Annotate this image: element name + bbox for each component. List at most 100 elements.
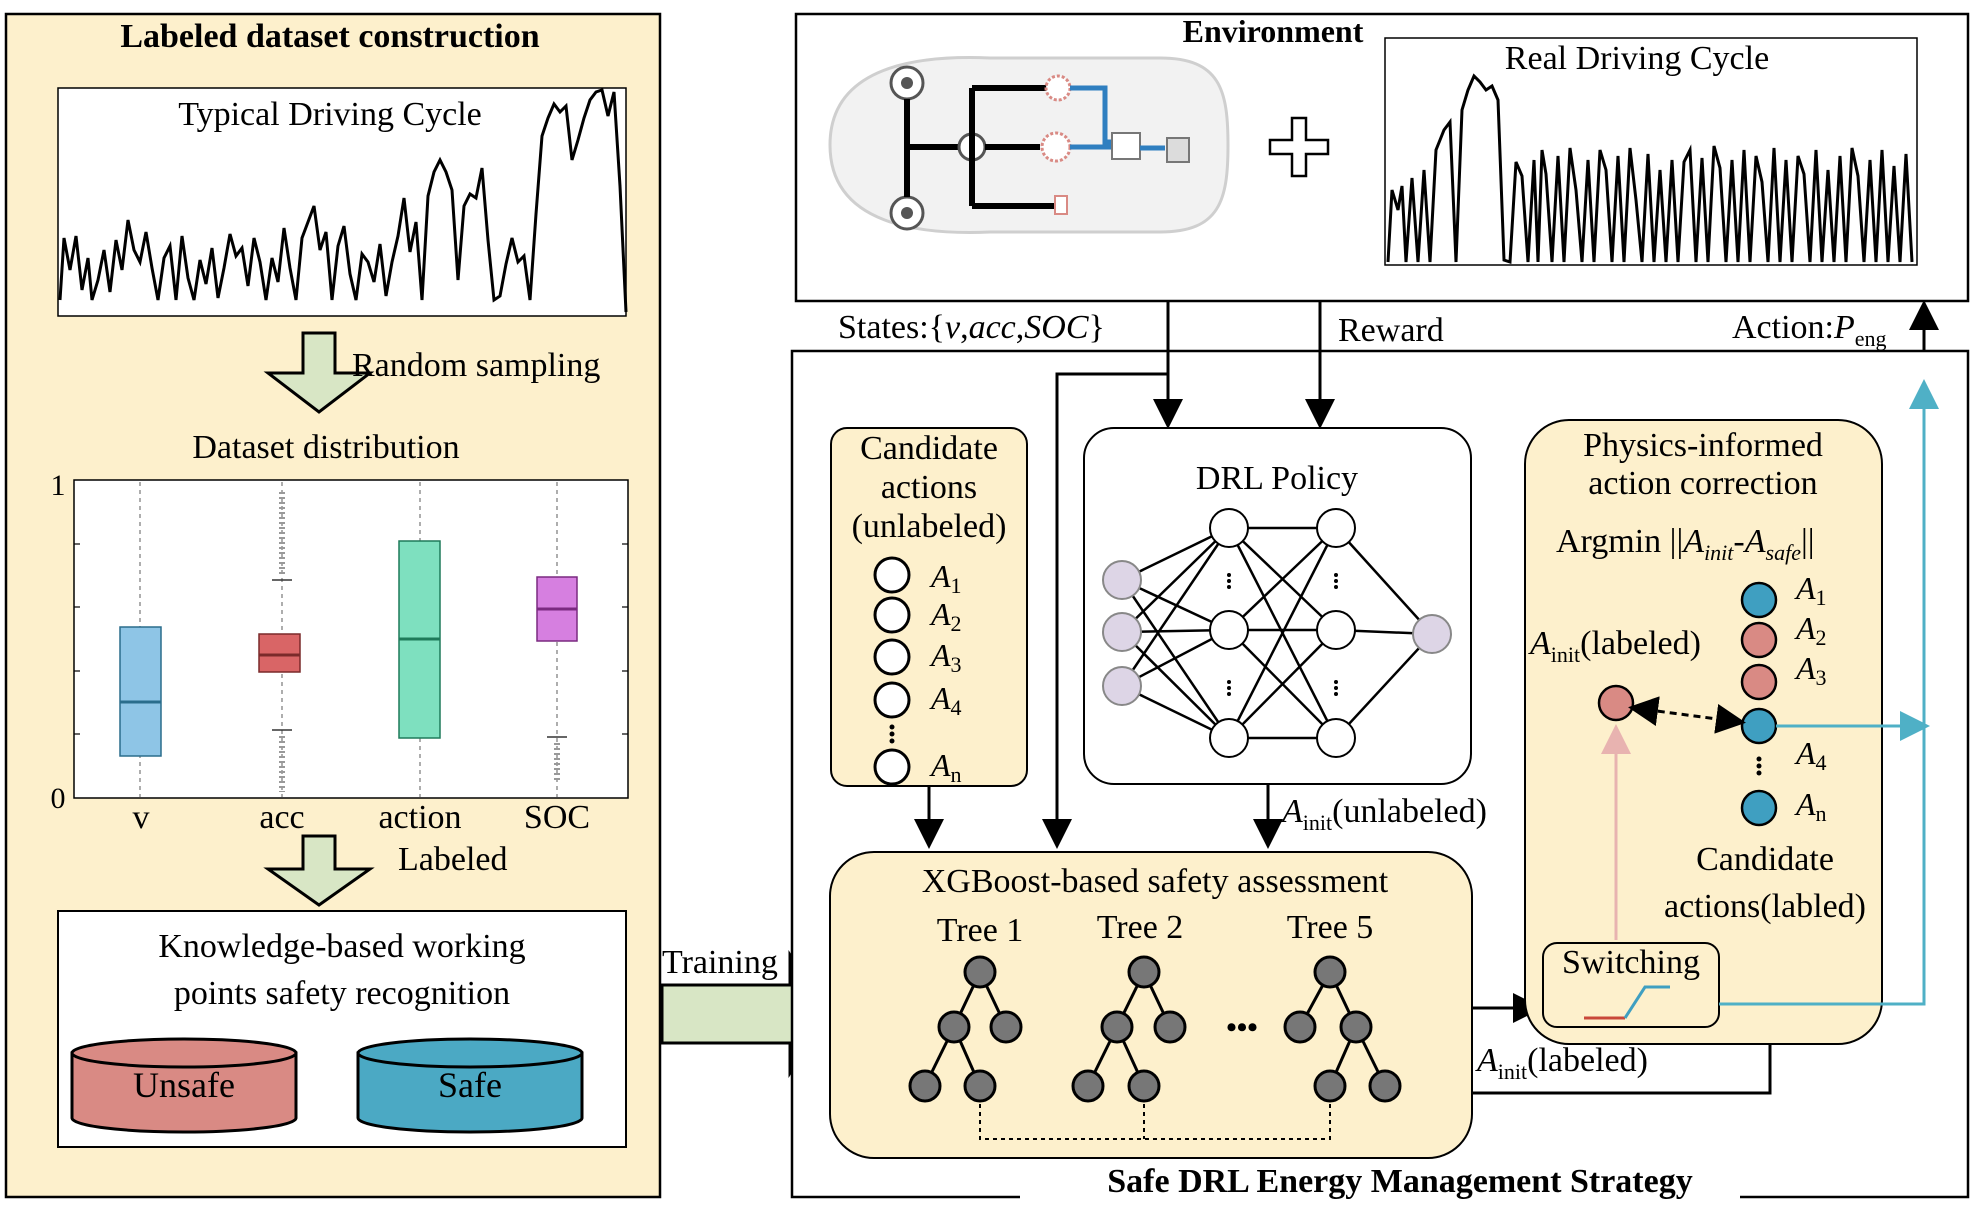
- tree-label-2: Tree 2: [1097, 909, 1184, 946]
- xgboost-title: XGBoost-based safety assessment: [922, 863, 1389, 900]
- candidate-node: [873, 748, 911, 786]
- nn-hidden-node: [1209, 718, 1249, 758]
- safe-cylinder: Safe: [356, 1037, 584, 1134]
- candidate-label: A4: [929, 680, 962, 720]
- svg-text:(unlabeled): (unlabeled): [852, 508, 1007, 545]
- tree-1: [908, 955, 1023, 1103]
- y-tick-0: 0: [51, 782, 66, 815]
- candidate-labeled-line1: Candidate: [1696, 841, 1834, 878]
- boxplot: 1 0: [51, 469, 629, 836]
- motor-2: [1040, 131, 1072, 163]
- candidate-labeled-node: [1740, 663, 1778, 701]
- candidate-labeled-label: An: [1794, 786, 1827, 826]
- box-acc: [258, 633, 301, 673]
- category-v: v: [133, 799, 150, 836]
- real-cycle-label: Real Driving Cycle: [1505, 40, 1769, 77]
- nn-hidden-node: [1316, 508, 1356, 548]
- left-panel: Labeled dataset construction Typical Dri…: [4, 12, 662, 1199]
- distance-arrow: [1628, 696, 1746, 734]
- nn-edges: [1120, 526, 1433, 740]
- drl-policy-title: DRL Policy: [1196, 460, 1358, 497]
- labeled-arrow: [263, 834, 375, 907]
- engine: [1054, 195, 1068, 215]
- candidate-label: A3: [929, 637, 962, 677]
- switching-label: Switching: [1562, 944, 1700, 981]
- physics-line2: action correction: [1588, 465, 1817, 502]
- real-cycle-curve: [1386, 73, 1914, 265]
- candidate-labeled-node: [1740, 789, 1778, 827]
- tree-label-5: Tree 5: [1287, 909, 1374, 946]
- states-label: States:{v,acc,SOC}: [838, 309, 1105, 346]
- boxplot-frame: [73, 479, 629, 799]
- y-tick-1: 1: [51, 469, 66, 502]
- candidate-labeled-label: A2: [1794, 610, 1827, 650]
- candidate-labeled-node: [1740, 621, 1778, 659]
- category-action: action: [378, 799, 461, 836]
- candidate-node: [873, 681, 911, 719]
- random-sampling-label: Random sampling: [352, 347, 600, 384]
- training-label: Training: [662, 944, 778, 981]
- candidate-node: [873, 638, 911, 676]
- vehicle-schematic: [828, 56, 1230, 234]
- xgboost-box: XGBoost-based safety assessment Tree 1 T…: [829, 851, 1473, 1159]
- category-acc: acc: [259, 799, 304, 836]
- argmin-formula: Argmin ||Ainit-Asafe||: [1556, 523, 1815, 565]
- unsafe-cylinder: Unsafe: [70, 1037, 298, 1134]
- switching-box: [1542, 942, 1720, 1028]
- boxplot-ticks: [74, 543, 628, 735]
- tree-aggregation: [979, 1104, 1331, 1140]
- dataset-distribution-label: Dataset distribution: [192, 429, 459, 466]
- nn-output-node: [1412, 614, 1452, 654]
- strategy-title: Safe DRL Energy Management Strategy: [1107, 1163, 1692, 1200]
- state-arrows: [1042, 301, 1335, 849]
- action-label: Action:Peng: [1732, 309, 1887, 351]
- candidate-label: A1: [929, 558, 962, 598]
- plus-icon: [1268, 116, 1330, 178]
- candidate-node: [873, 596, 911, 634]
- nn-hidden-node: [1209, 610, 1249, 650]
- candidate-node: [873, 556, 911, 594]
- switch-signal-high: [1623, 985, 1670, 1019]
- nn-hidden-node: [1316, 610, 1356, 650]
- battery: [1166, 137, 1190, 163]
- nn-input-node: [1102, 560, 1142, 600]
- physics-line1: Physics-informed: [1583, 427, 1823, 464]
- tree-5: [1283, 955, 1402, 1103]
- svg-text:Candidate: Candidate: [860, 430, 998, 467]
- candidate-labeled-node: [1740, 581, 1778, 619]
- knowledge-line1: Knowledge-based working: [158, 928, 525, 965]
- candidate-unlabeled-box: Candidate actions (unlabeled) A1 A2 A3 A…: [830, 427, 1028, 787]
- safe-label: Safe: [438, 1065, 502, 1105]
- candidate-labeled-line2: actions(labled): [1664, 888, 1866, 925]
- reward-label: Reward: [1338, 312, 1444, 349]
- svg-text:actions: actions: [881, 469, 977, 506]
- candidate-label: An: [929, 747, 962, 787]
- nn-input-node: [1102, 666, 1142, 706]
- trees-ellipsis: •••: [1226, 1011, 1258, 1044]
- category-soc: SOC: [524, 799, 590, 836]
- knowledge-line2: points safety recognition: [174, 975, 510, 1012]
- tree-label-1: Tree 1: [937, 912, 1024, 949]
- typical-cycle-label: Typical Driving Cycle: [178, 96, 482, 133]
- a-init-labeled-label: Ainit(labeled): [1475, 1042, 1648, 1084]
- a-init-labeled-right: Ainit(labeled): [1528, 625, 1701, 667]
- left-panel-title: Labeled dataset construction: [120, 18, 539, 55]
- labeled-label: Labeled: [398, 841, 508, 878]
- candidate-labeled-label: A3: [1794, 650, 1827, 690]
- unsafe-label: Unsafe: [133, 1065, 235, 1105]
- typical-cycle-curve: [58, 88, 628, 313]
- nn-input-node: [1102, 612, 1142, 652]
- physics-correction-box: Physics-informed action correction Argmi…: [1524, 419, 1883, 1045]
- candidate-labeled-label: A4: [1794, 735, 1827, 775]
- candidate-labeled-label: A1: [1794, 570, 1827, 610]
- random-sampling-arrow: [263, 331, 375, 414]
- nn-nodes: [1102, 508, 1452, 758]
- a-init-node: [1597, 684, 1635, 722]
- selected-safe-node: [1740, 707, 1778, 745]
- motor-1: [1044, 74, 1072, 102]
- drl-policy-box: DRL Policy: [1083, 427, 1472, 785]
- candidate-label: A2: [929, 596, 962, 636]
- output-action-arrow: [1719, 379, 1939, 1006]
- tree-2: [1071, 955, 1187, 1103]
